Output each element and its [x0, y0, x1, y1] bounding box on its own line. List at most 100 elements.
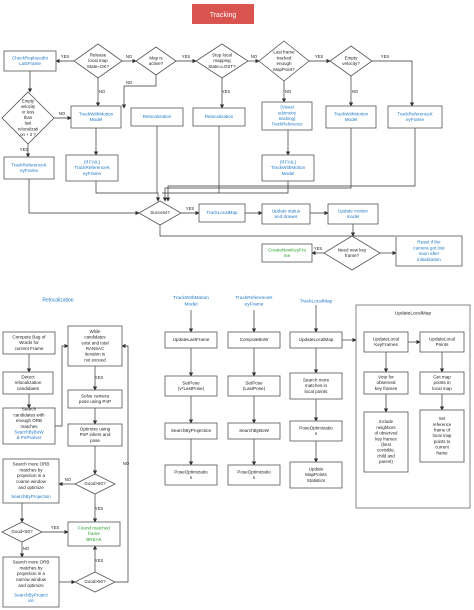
motion-step-2-text: SearchByProjection — [171, 428, 212, 433]
connector — [28, 179, 140, 216]
localmap-step-1-text: matches in — [305, 383, 328, 388]
localmap-step-3-box — [289, 461, 343, 489]
edge-label: NO — [251, 54, 258, 59]
map-active-node-text: active? — [149, 61, 164, 66]
last-frame-tracked-node-text: tracked — [277, 55, 292, 60]
update-points-node-text: Points — [436, 342, 449, 347]
create-new-kf-node-text: CreateNewKeyFra — [268, 247, 306, 252]
while-candidates-node-text: RANSAC — [86, 346, 104, 351]
release-local-map-node-text: Release — [90, 52, 107, 57]
get-map-points-node-text: local map — [432, 386, 452, 391]
reference-step-2: SearchByBoW — [227, 422, 281, 440]
search-narrow-blue-text: SearchByProject — [14, 592, 48, 597]
reference-step-3-box — [227, 464, 281, 486]
track-motion-node-1-text: TrackWithMotion — [79, 111, 114, 116]
search-narrow-text: narrow window — [16, 577, 47, 582]
search-candidates-text: Search — [22, 406, 37, 411]
update-localmap-title-text: UpdateLocalMap — [395, 310, 432, 316]
search-coarse-text: matches by — [19, 467, 43, 472]
edge-label: NO — [123, 461, 130, 466]
empty-velocity-or-less-node-text: last — [25, 121, 32, 126]
track-local-map-node-box — [198, 203, 246, 223]
motion-step-0: UpdateLastFrame — [164, 331, 218, 349]
reference-title-text: TrackReferenceK — [235, 295, 273, 301]
if-fail-node-2-text: (If FAIL) — [280, 159, 297, 164]
update-points-node-box — [419, 331, 465, 353]
set-reference-node-text: frame — [436, 450, 448, 455]
relocalization-title: Relocalization — [42, 297, 73, 303]
good-node-2: Good<50? — [1, 521, 43, 543]
edge-label: NO — [285, 89, 292, 94]
good-node-1-shape — [74, 473, 116, 495]
need-new-kf-node-text: Need new key — [338, 247, 367, 252]
motion-step-1-text: SetPose — [182, 380, 200, 385]
motion-step-2: SearchByProjection — [164, 422, 218, 440]
edge-label: YES — [186, 206, 195, 211]
map-active-node-text: Map is — [149, 55, 163, 60]
track-local-map-node-text: TrackLocalMap — [206, 210, 238, 215]
reference-step-0-text: ComputeBoW — [240, 337, 269, 342]
compute-bow-node-text: Compute Bag of — [12, 334, 46, 339]
localmap-step-0-text: UpdateLocalMap — [299, 337, 334, 342]
vote-node-text: observed — [377, 380, 396, 385]
optimize-pose-node-text: pose — [90, 438, 100, 443]
last-frame-tracked-node-text: enough — [276, 61, 292, 66]
set-reference-node-text: points to — [434, 439, 451, 444]
found-matched-node-box — [67, 521, 121, 547]
detect-candidates-node-text: candidates — [17, 386, 40, 391]
while-candidates-node-text: While — [90, 329, 102, 334]
update-status-node-box — [261, 203, 311, 225]
detect-candidates-node-box — [2, 371, 54, 395]
connector — [121, 75, 157, 109]
while-candidates-node-text: not exceed — [84, 357, 106, 362]
relocalization-node-1-box — [130, 107, 184, 127]
stop-local-mapping-node-shape — [195, 43, 249, 79]
edge-label: YES — [20, 147, 29, 152]
check-replaced-node-text: CheckReplacedIn — [12, 55, 49, 60]
reference-step-0-box — [227, 331, 281, 349]
relocalization-node-1: Relocalization — [130, 107, 184, 127]
track-ref-left-node-text: TrackReferenceK — [11, 162, 48, 167]
good-node-2-text: Good<50? — [11, 529, 33, 534]
relocalization-title-text: Relocalization — [42, 297, 73, 303]
relocalization-node-2: Relocalization — [192, 107, 246, 127]
reset-if-lost-node-box — [395, 235, 463, 267]
optimize-pose-node-text: PnP inliers and — [80, 432, 111, 437]
release-local-map-node-shape — [73, 43, 123, 79]
reference-step-1: SetPose(LastPose) — [227, 375, 281, 397]
compute-bow-node-text: current Frame — [15, 346, 44, 351]
if-fail-node-1-box — [65, 154, 119, 182]
localmap-step-2-text: PoseOptimizatio — [299, 425, 333, 430]
search-candidates-text: enough ORB — [16, 418, 42, 423]
if-fail-node-1-text: eyFrame — [83, 171, 102, 176]
if-fail-node-1-text: TrackReferenceK — [74, 165, 111, 170]
set-reference-node-box — [419, 409, 465, 463]
track-ref-left-node-text: eyFrame — [20, 168, 39, 173]
edge-label: YES — [222, 89, 231, 94]
need-new-kf-node-shape — [323, 235, 381, 271]
edge-label: YES — [381, 54, 390, 59]
empty-velocity-node-shape — [329, 45, 373, 77]
need-new-kf-node-text: frame? — [345, 253, 360, 258]
connector — [162, 181, 289, 194]
good-node-3-text: Good>50? — [84, 579, 106, 584]
found-matched-node-text: Found matched — [78, 525, 110, 530]
motion-step-3-text: PoseOptimizatio — [174, 469, 208, 474]
search-candidates-blue-text: SearchByBoW — [14, 429, 44, 434]
reset-if-lost-node-text: initialization — [417, 257, 441, 262]
track-ref-node-1-text: eyFrame — [406, 117, 425, 122]
search-coarse-text: coarse window — [16, 479, 47, 484]
localmap-step-2-text: n — [315, 431, 318, 436]
